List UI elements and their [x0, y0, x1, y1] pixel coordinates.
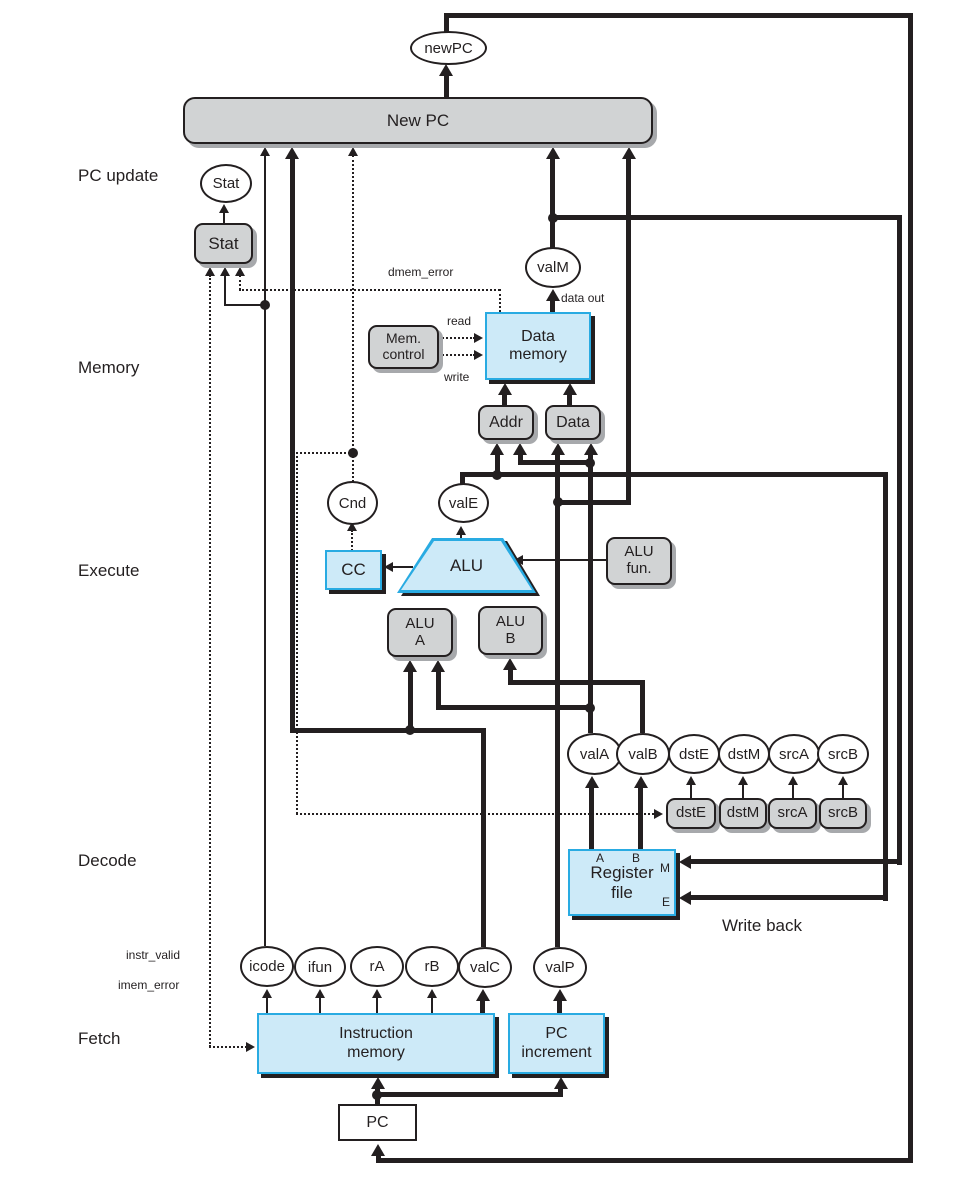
- stage-label-decode: Decode: [78, 851, 137, 870]
- block-dstm-label: dstM: [726, 804, 760, 822]
- signal-ifun-label: ifun: [307, 958, 333, 976]
- signal-icode-label: icode: [249, 958, 285, 975]
- signal-dstm-label: dstM: [727, 745, 761, 763]
- signal-rb: rB: [405, 946, 459, 987]
- signal-valb-label: valB: [628, 745, 658, 763]
- signal-dstm: dstM: [718, 734, 770, 774]
- signal-ra-label: rA: [369, 958, 385, 975]
- block-alu-b-mux: ALU B: [478, 606, 543, 655]
- block-cc-label: CC: [341, 560, 366, 580]
- stage-label-write-back: Write back: [722, 916, 802, 935]
- signal-valc: valC: [458, 947, 512, 988]
- block-stat-label: Stat: [208, 233, 239, 253]
- stage-label-fetch: Fetch: [78, 1029, 121, 1048]
- block-new-pc: New PC: [183, 97, 653, 144]
- signal-dste: dstE: [668, 734, 720, 774]
- wire-label-imem-error: imem_error: [118, 978, 180, 992]
- signal-valm: valM: [525, 247, 581, 288]
- signal-ra: rA: [350, 946, 404, 987]
- block-alu-fun: ALU fun.: [606, 537, 672, 585]
- block-new-pc-label: New PC: [386, 110, 450, 130]
- register-port-m: M: [660, 861, 670, 875]
- block-alu-b-label: ALU B: [495, 612, 526, 647]
- signal-stat: Stat: [200, 164, 252, 203]
- signal-vala: valA: [567, 733, 622, 775]
- signal-srca: srcA: [768, 734, 820, 774]
- signal-stat-label: Stat: [212, 175, 240, 192]
- block-cc: CC: [325, 550, 382, 590]
- register-port-a: A: [596, 851, 605, 865]
- signal-cnd: Cnd: [327, 481, 378, 525]
- signal-dste-label: dstE: [678, 745, 709, 763]
- block-pc-register: PC: [338, 1104, 417, 1141]
- stage-label-execute: Execute: [78, 561, 140, 580]
- block-instruction-memory-label: Instruction memory: [339, 1025, 413, 1061]
- block-alu-fun-label: ALU fun.: [624, 543, 654, 577]
- signal-vale-label: valE: [448, 494, 479, 512]
- signal-valp: valP: [533, 947, 587, 988]
- signal-valm-label: valM: [537, 259, 569, 276]
- wire-label-instr-valid: instr_valid: [126, 948, 181, 962]
- signal-valp-label: valP: [545, 959, 575, 976]
- block-pc-label: PC: [366, 1113, 389, 1131]
- signal-valb: valB: [616, 733, 670, 775]
- block-alu-label: ALU: [449, 555, 484, 575]
- block-alu-a-mux: ALU A: [387, 608, 453, 657]
- signal-newpc-label: newPC: [424, 39, 473, 57]
- block-data-label: Data: [556, 413, 590, 431]
- block-data-mux: Data: [545, 405, 601, 440]
- signal-vale: valE: [438, 483, 489, 523]
- register-port-b: B: [632, 851, 641, 865]
- signal-rb-label: rB: [424, 958, 440, 975]
- signal-icode: icode: [240, 946, 294, 987]
- signal-vala-label: valA: [579, 745, 610, 763]
- wire-label-dmem-error: dmem_error: [388, 265, 454, 279]
- block-addr-label: Addr: [489, 413, 523, 431]
- block-instruction-memory: Instruction memory: [257, 1013, 495, 1074]
- signal-ifun: ifun: [294, 947, 346, 987]
- block-srca-logic: srcA: [768, 798, 817, 829]
- signal-srcb-label: srcB: [828, 745, 858, 763]
- signal-srca-label: srcA: [779, 745, 809, 763]
- block-addr-mux: Addr: [478, 405, 534, 440]
- block-mem-control: Mem. control: [368, 325, 439, 369]
- block-srcb-label: srcB: [828, 804, 858, 822]
- block-srcb-logic: srcB: [819, 798, 867, 829]
- block-register-file-label: Register file: [590, 862, 654, 902]
- block-srca-label: srcA: [777, 804, 808, 822]
- signal-cnd-label: Cnd: [338, 494, 367, 512]
- block-dste-logic: dstE: [666, 798, 716, 829]
- block-data-memory: Data memory: [485, 312, 591, 380]
- block-alu: ALU: [397, 538, 536, 593]
- stage-label-pc-update: PC update: [78, 166, 159, 185]
- stage-label-memory: Memory: [78, 358, 140, 377]
- block-pc-increment-label: PC increment: [521, 1025, 592, 1061]
- block-alu-a-label: ALU A: [405, 614, 435, 649]
- block-mem-control-label: Mem. control: [382, 330, 425, 362]
- wire-label-read: read: [447, 314, 472, 328]
- block-dste-label: dstE: [675, 804, 706, 822]
- block-register-file: Register file A B M E: [568, 849, 676, 916]
- signal-newpc: newPC: [410, 31, 487, 65]
- block-data-memory-label: Data memory: [509, 327, 567, 363]
- register-port-e: E: [661, 895, 670, 910]
- signal-srcb: srcB: [817, 734, 869, 774]
- signal-valc-label: valC: [469, 959, 500, 976]
- block-dstm-logic: dstM: [719, 798, 767, 829]
- wire-label-write: write: [444, 370, 470, 384]
- wire-label-data-out: data out: [561, 291, 605, 305]
- block-pc-increment: PC increment: [508, 1013, 605, 1074]
- block-stat: Stat: [194, 223, 253, 264]
